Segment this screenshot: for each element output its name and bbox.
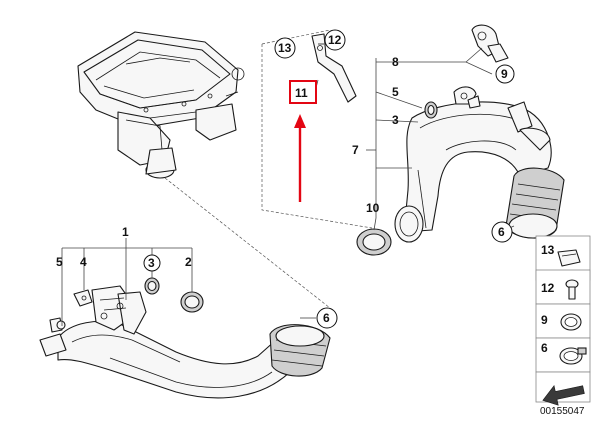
assembly-line [164,177,331,309]
oring-part-lower [144,277,160,295]
svg-text:2: 2 [185,255,192,269]
svg-text:9: 9 [541,313,548,327]
legend-item-6: 6 [541,341,587,365]
svg-text:12: 12 [328,33,342,47]
svg-text:7: 7 [352,143,359,157]
oring-part [424,101,438,119]
callout-3-lower: 3 [143,254,161,272]
parts-legend: 13 12 9 6 [535,235,591,417]
svg-text:6: 6 [323,311,330,325]
grommet-part [356,228,392,256]
highlight-arrow [294,114,306,202]
callout-12: 12 [324,29,346,51]
callout-1: 1 [122,225,129,239]
callout-5-lower: 5 [56,255,63,269]
reference-number: 00155047 [540,406,585,417]
svg-text:12: 12 [541,281,555,295]
svg-text:13: 13 [278,41,292,55]
clip-part [73,289,93,307]
svg-text:9: 9 [501,67,508,81]
callout-7: 7 [352,143,359,157]
screw-icon [565,279,579,300]
callout-4: 4 [80,255,87,269]
svg-text:6: 6 [541,341,548,355]
direction-arrow-icon [542,384,585,406]
svg-text:5: 5 [392,85,399,99]
callout-6-upper: 6 [491,221,513,243]
svg-text:8: 8 [392,55,399,69]
callout-6-lower: 6 [316,307,338,329]
callout-2: 2 [185,255,192,269]
sensor-part [471,24,509,63]
callout-9: 9 [495,64,515,84]
callout-5-upper: 5 [392,85,399,99]
air-filter-housing [77,31,245,179]
svg-text:10: 10 [366,201,380,215]
intake-duct-lower [39,285,331,399]
hose-clamp-icon [559,347,587,365]
callout-3-upper: 3 [392,113,399,127]
svg-text:5: 5 [56,255,63,269]
svg-text:6: 6 [498,225,505,239]
svg-text:4: 4 [80,255,87,269]
svg-text:11: 11 [295,86,308,100]
callout-8: 8 [392,55,399,69]
callout-11: 11 [289,80,317,104]
clip-icon [557,249,581,267]
oring-icon [560,313,582,331]
svg-text:1: 1 [122,225,129,239]
legend-item-12: 12 [541,279,579,300]
callout-10: 10 [366,201,380,215]
svg-text:3: 3 [148,256,155,270]
svg-text:3: 3 [392,113,399,127]
grommet-part-lower [180,291,204,313]
screw-part [56,320,66,330]
cap-part [467,95,481,109]
callout-13: 13 [274,37,296,59]
assembly-line [261,44,373,229]
intake-duct-upper [394,86,565,243]
legend-item-13: 13 [541,243,581,267]
assembly-line [261,29,331,45]
svg-text:13: 13 [541,243,555,257]
legend-item-9: 9 [541,313,582,331]
